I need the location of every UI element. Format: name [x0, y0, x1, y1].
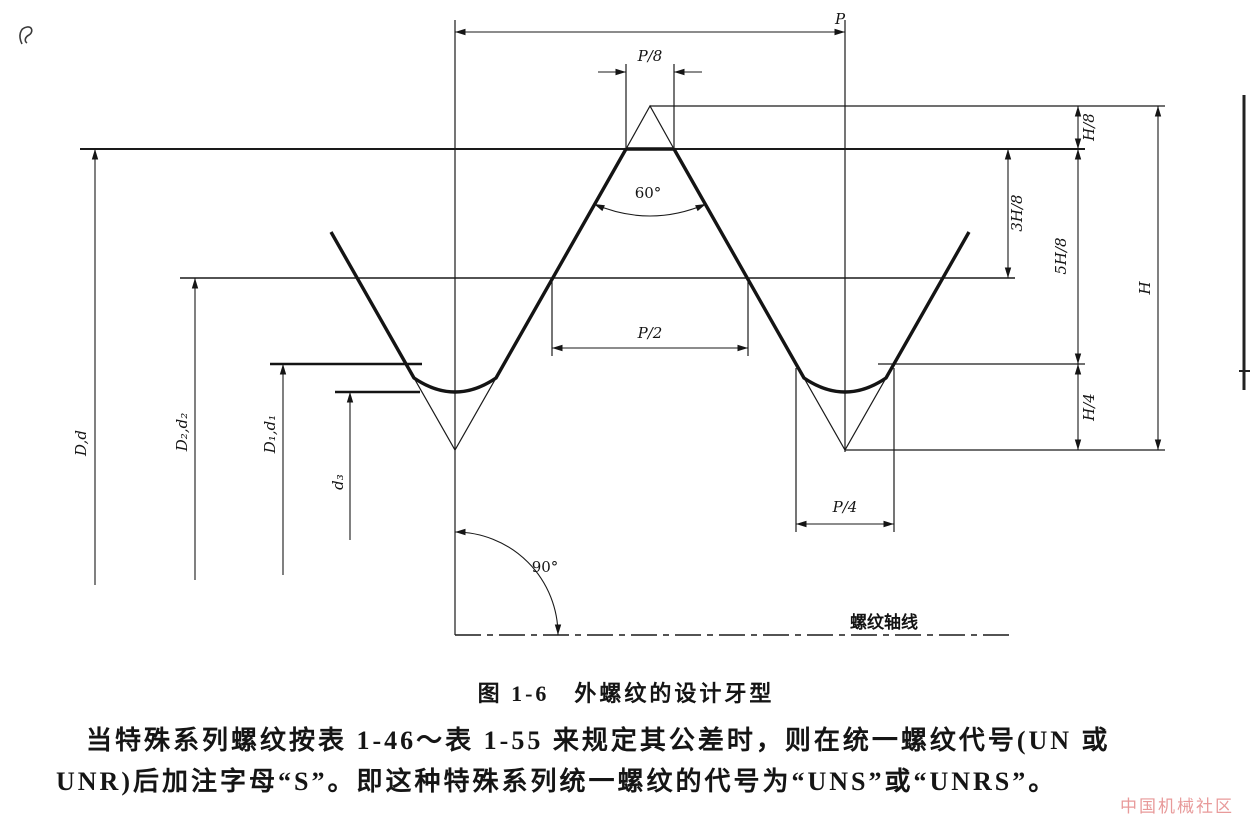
dim-label-3h8: 3H/8: [1008, 194, 1026, 231]
dim-label-minor-dia: D₁,d₁: [261, 415, 279, 454]
angle-label-90: 90°: [532, 558, 559, 576]
theoretical-profile-lines: [413, 104, 887, 452]
page-edge-line: [1239, 95, 1250, 390]
dimension-lines: [91, 28, 1162, 636]
dim-label-pitch-dia: D₂,d₂: [173, 413, 191, 452]
angle-label-60: 60°: [635, 184, 662, 202]
paragraph-line-1: 当特殊系列螺纹按表 1-46～表 1-55 来规定其公差时，则在统一螺纹代号(U…: [86, 726, 1111, 755]
reference-lines: [80, 20, 1165, 635]
dim-label-5h8: 5H/8: [1052, 237, 1070, 274]
figure-caption: 图 1-6 外螺纹的设计牙型: [477, 681, 775, 706]
dim-label-h8: H/8: [1080, 113, 1098, 142]
dim-label-p4: P/4: [832, 498, 858, 516]
thread-axis-label: 螺纹轴线: [850, 612, 918, 633]
dim-label-root-dia: d₃: [329, 474, 347, 490]
watermark: 中国机械社区: [1120, 797, 1234, 817]
dim-label-pitch: P: [834, 10, 846, 28]
paragraph-line-2: UNR)后加注字母“S”。即这种特殊系列统一螺纹的代号为“UNS”或“UNRS”…: [56, 767, 1058, 796]
dim-label-p8: P/8: [637, 47, 663, 65]
dim-label-major-dia: D,d: [72, 430, 90, 457]
dim-label-h4: H/4: [1080, 393, 1098, 422]
dim-label-p2: P/2: [637, 324, 663, 342]
thread-profile-outline: [329, 147, 971, 394]
body-paragraph: 当特殊系列螺纹按表 1-46～表 1-55 来规定其公差时，则在统一螺纹代号(U…: [56, 720, 1206, 802]
scan-artifact-icon: [19, 26, 33, 45]
dim-label-h: H: [1136, 281, 1154, 296]
thread-profile-figure: P P/8 P/2 P/4 60° 90° H/8 3H/8 5H/8 H/4 …: [19, 10, 1250, 636]
